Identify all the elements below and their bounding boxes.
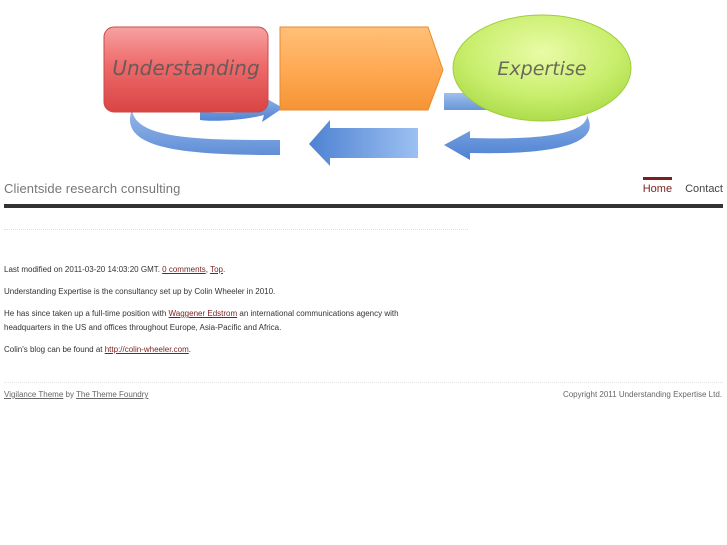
theme-foundry-link[interactable]: The Theme Foundry <box>76 390 149 399</box>
meta-separator: , <box>205 265 211 274</box>
footer-divider <box>4 382 723 383</box>
content-divider <box>4 229 468 230</box>
footer-credits: Vigilance Theme by The Theme Foundry <box>4 390 148 399</box>
nav-contact-link[interactable]: Contact <box>685 183 723 195</box>
blog-link[interactable]: http://colin-wheeler.com <box>104 345 189 354</box>
modified-date-text: Last modified on 2011-03-20 14:03:20 GMT… <box>4 265 163 274</box>
waggener-edstrom-link[interactable]: Waggener Edstrom <box>168 309 238 318</box>
position-text-after: an international communications agency w… <box>4 309 399 332</box>
comments-link[interactable]: 0 comments <box>162 265 206 274</box>
post-meta: Last modified on 2011-03-20 14:03:20 GMT… <box>4 263 434 277</box>
blog-text-after: . <box>188 345 191 354</box>
post-content: Last modified on 2011-03-20 14:03:20 GMT… <box>4 263 434 365</box>
paragraph-blog: Colin's blog can be found at http://coli… <box>4 343 434 357</box>
header-banner-image: Understanding Expertise <box>0 0 727 172</box>
site-header: Clientside research consulting Home Cont… <box>4 176 723 204</box>
vigilance-theme-link[interactable]: Vigilance Theme <box>4 390 64 399</box>
blog-text-before: Colin's blog can be found at <box>4 345 105 354</box>
top-link[interactable]: Top <box>210 265 223 274</box>
header-divider <box>4 204 723 208</box>
position-text-before: He has since taken up a full-time positi… <box>4 309 169 318</box>
nav-home-link[interactable]: Home <box>642 176 673 195</box>
site-description: Clientside research consulting <box>4 181 181 196</box>
footer-by-text: by <box>63 390 77 399</box>
expertise-label: Expertise <box>497 58 586 80</box>
paragraph-intro: Understanding Expertise is the consultan… <box>4 287 276 296</box>
understanding-expertise-diagram: Understanding Expertise <box>103 14 632 166</box>
copyright-text: Copyright 2011 Understanding Expertise L… <box>562 390 722 399</box>
paragraph-position: He has since taken up a full-time positi… <box>4 307 434 335</box>
main-nav: Home Contact <box>630 176 723 195</box>
meta-suffix: . <box>222 265 226 274</box>
understanding-label: Understanding <box>112 56 259 80</box>
